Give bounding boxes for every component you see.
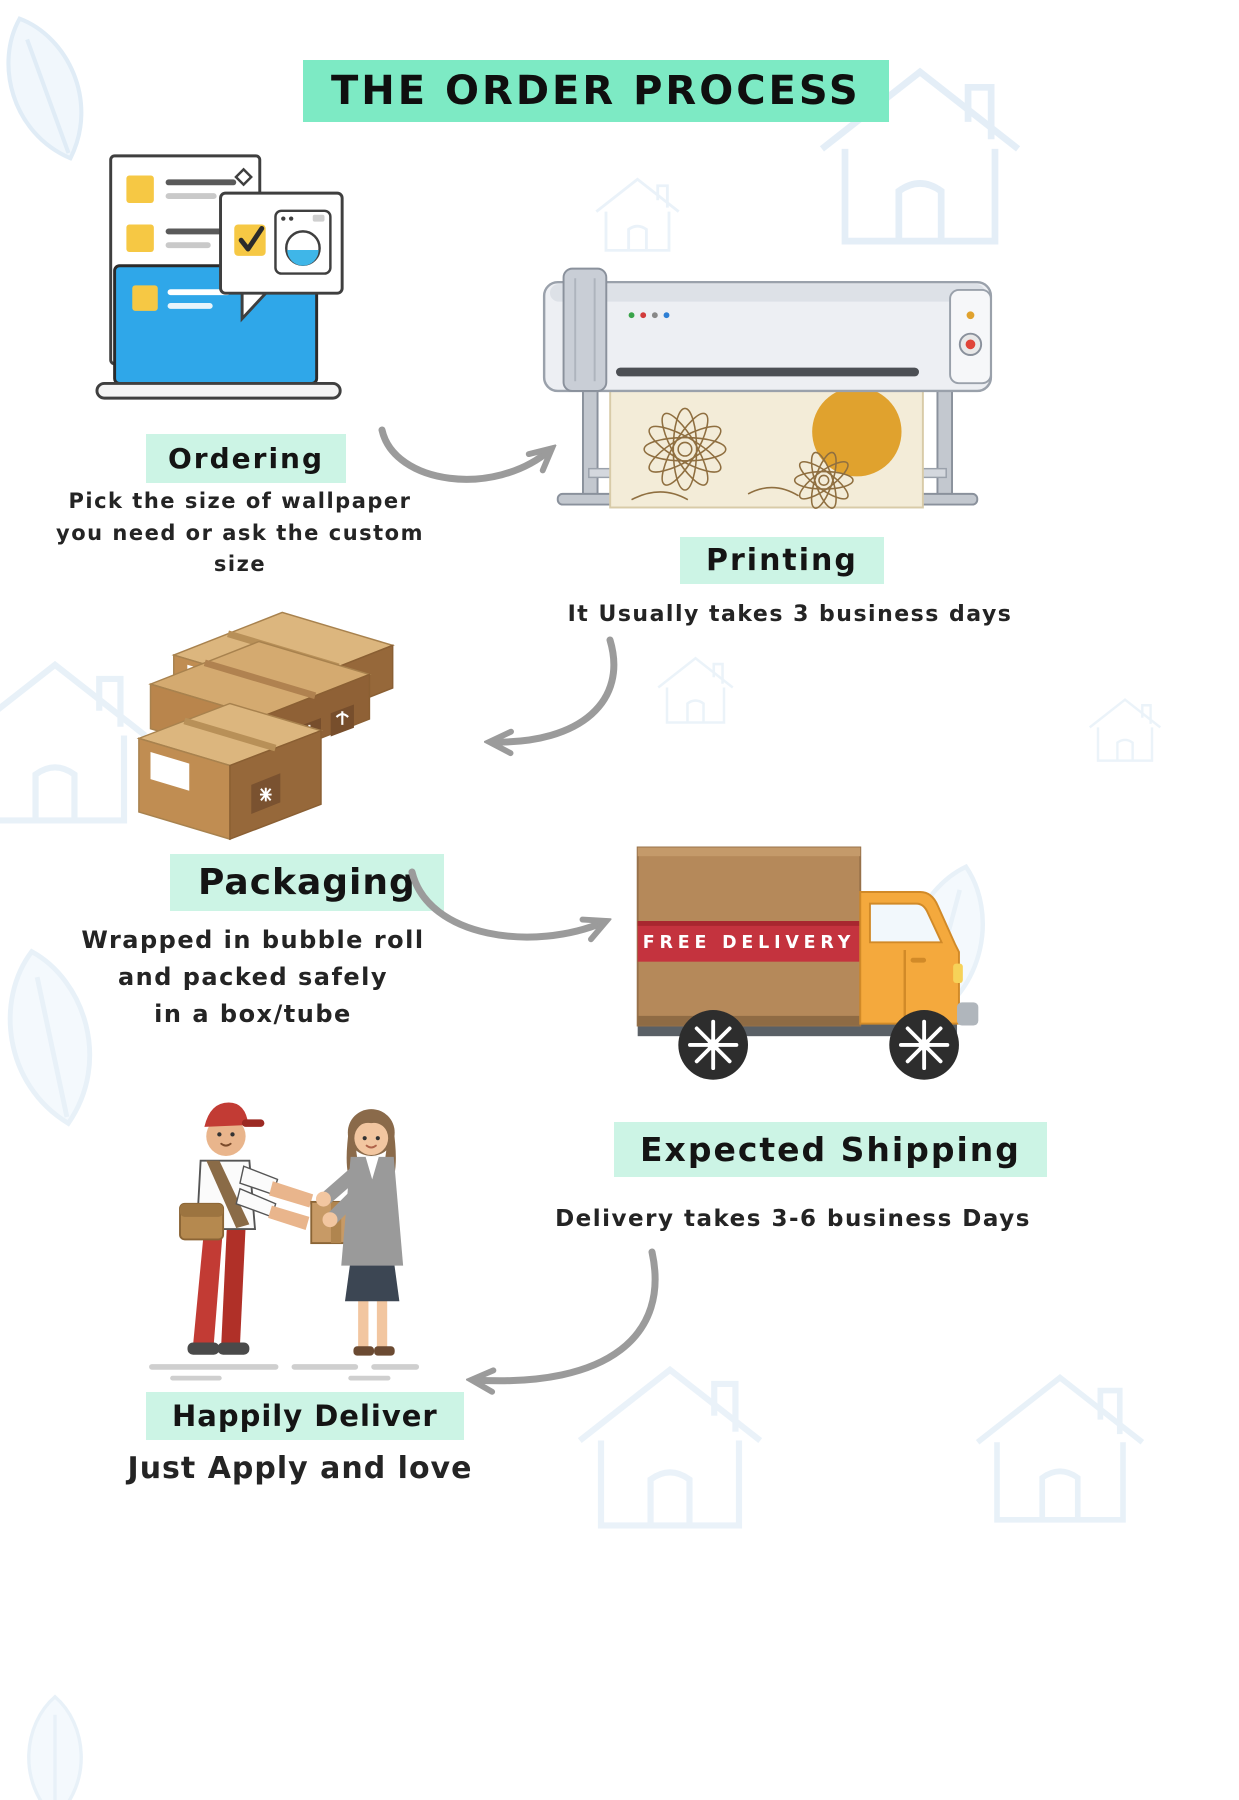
rear-wheel: [678, 1010, 749, 1080]
laptop-base: [95, 381, 342, 400]
packaging-label: Packaging: [170, 854, 444, 911]
truck-cab: [859, 891, 979, 1026]
boxes-icon: [136, 611, 395, 841]
ordering-illustration: [95, 150, 350, 425]
handover-icon: [149, 1102, 420, 1381]
page-title: THE ORDER PROCESS: [303, 60, 889, 122]
flower-motif: [793, 451, 854, 509]
wallpaper-print: [609, 378, 924, 509]
free-delivery-text: FREE DELIVERY: [643, 933, 855, 953]
door-handle: [910, 957, 927, 963]
printing-description: It Usually takes 3 business days: [567, 602, 1013, 627]
ground-line: [149, 1364, 420, 1381]
flower-motif: [643, 407, 727, 491]
printing-label: Printing: [680, 537, 884, 584]
check-icon: [238, 226, 265, 252]
woman: [315, 1109, 404, 1356]
ordering-label: Ordering: [146, 434, 347, 483]
arrow-printing-to-packaging: [478, 636, 618, 772]
packaging-illustration: [135, 595, 445, 847]
headlight: [953, 963, 963, 983]
front-wheel: [889, 1010, 959, 1080]
arrow-packaging-to-shipping: [408, 868, 618, 962]
deliver-description: Just Apply and love: [127, 1451, 473, 1486]
delivery-man: [179, 1102, 314, 1355]
house-watermark: [1088, 698, 1162, 762]
shipping-illustration: FREE DELIVERY: [628, 832, 988, 1103]
red-cap: [204, 1102, 249, 1127]
power-button: [965, 339, 976, 350]
cargo-box: FREE DELIVERY: [636, 846, 862, 1027]
bumper: [957, 1002, 979, 1026]
packaging-description: Wrapped in bubble roll and packed safely…: [81, 926, 425, 1029]
free-delivery-banner: FREE DELIVERY: [637, 921, 861, 962]
windshield: [868, 902, 944, 944]
paper-slot: [616, 367, 919, 377]
box-bottom-front: [136, 702, 324, 841]
truck-icon: FREE DELIVERY: [636, 846, 979, 1080]
printing-illustration: [515, 255, 1020, 527]
shipping-label: Expected Shipping: [614, 1122, 1047, 1177]
ordering-icon: [95, 154, 344, 400]
shipping-description: Delivery takes 3-6 business Days: [555, 1206, 1031, 1232]
shipping-label: [150, 751, 190, 791]
leaf-watermark: [27, 1694, 83, 1800]
arrow-ordering-to-printing: [378, 426, 562, 483]
arrow-shipping-to-deliver: [458, 1248, 659, 1407]
house-watermark: [657, 656, 734, 724]
printer-icon: [542, 267, 993, 509]
deliver-illustration: [135, 1065, 435, 1384]
checkout-bubble: [219, 191, 344, 323]
house-watermark: [975, 1374, 1145, 1523]
sparkle-icon: [234, 167, 253, 187]
ordering-description: Pick the size of wallpaper you need or a…: [56, 489, 424, 576]
house-watermark: [595, 177, 680, 252]
deliver-label: Happily Deliver: [146, 1392, 464, 1440]
